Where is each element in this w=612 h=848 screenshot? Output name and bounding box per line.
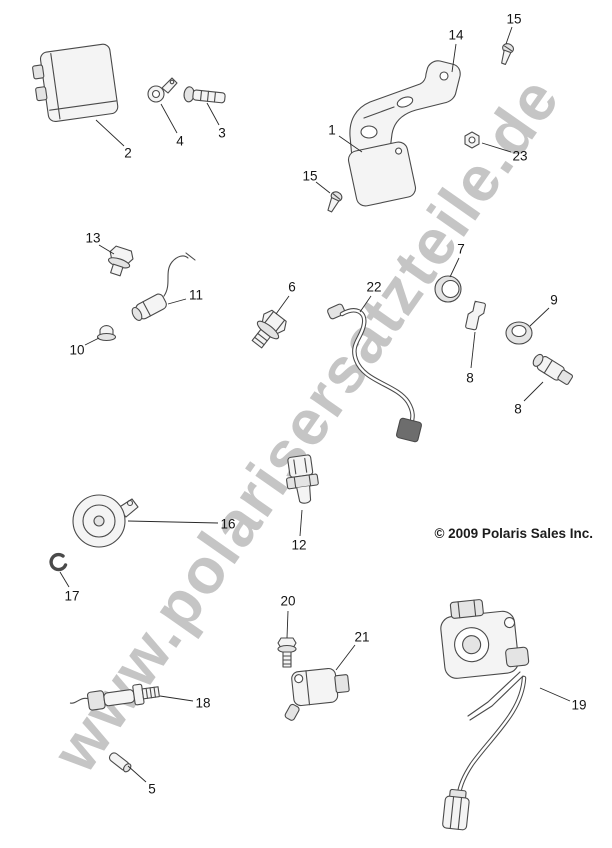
copyright-text: © 2009 Polaris Sales Inc. [434,526,593,541]
part-bolt-6 [251,309,287,349]
part-sensor-11 [131,252,196,321]
leader-line-4 [160,103,178,134]
callout-10: 10 [69,342,85,358]
part-sensor-8 [532,353,573,385]
callout-5: 5 [148,781,156,797]
callout-22: 22 [366,279,382,295]
leader-line-8 [523,381,544,402]
part-key-8 [465,300,486,331]
part-nut-10 [96,325,117,342]
callout-23: 23 [512,148,528,164]
leader-line-20 [286,610,289,639]
leader-line-16 [127,520,219,524]
part-ecu-module [32,43,119,123]
part-temp-sensor-12 [286,454,319,504]
callout-18: 18 [195,695,211,711]
leader-line-17 [59,571,70,588]
callout-13: 13 [85,230,101,246]
leader-line-19 [539,687,571,702]
callout-15: 15 [302,168,318,184]
callout-17: 17 [64,588,80,604]
part-screw-15-top [501,43,514,65]
leader-line-1 [338,135,363,153]
part-plate-1 [347,141,417,207]
leader-line-6 [275,295,290,315]
callout-20: 20 [280,593,296,609]
callout-8: 8 [466,370,474,386]
leader-line-8 [470,331,476,369]
callout-1: 1 [328,122,336,138]
leader-line-12 [299,509,303,537]
leader-line-2 [95,119,125,147]
part-eclip-17 [49,552,68,572]
part-throttle-body-19 [440,599,530,831]
part-cap-7 [434,275,462,303]
part-bracket-14 [349,60,461,159]
part-horn-16 [72,494,139,548]
leader-line-9 [529,307,550,327]
callout-2: 2 [124,145,132,161]
leader-line-18 [159,695,194,702]
part-screw-3 [183,86,226,104]
callout-3: 3 [218,125,226,141]
callout-14: 14 [448,27,464,43]
part-cable-22 [327,303,423,443]
part-nut-23 [464,131,480,149]
callout-19: 19 [571,697,587,713]
leader-line-15 [505,26,513,45]
callout-12: 12 [291,537,307,553]
callout-15: 15 [506,11,522,27]
leader-line-13 [98,244,115,255]
part-clamp [147,77,178,103]
part-grommet-9 [505,321,533,345]
leader-line-14 [451,43,457,73]
part-speed-sensor-18 [69,683,160,711]
callout-11: 11 [188,287,204,303]
part-bolt-20 [277,637,297,668]
leader-line-21 [335,644,356,671]
part-screw-15-lower [327,191,343,213]
leader-line-7 [449,257,460,278]
callout-6: 6 [288,279,296,295]
leader-line-22 [359,295,372,313]
part-map-sensor-21 [284,667,350,721]
leader-line-5 [127,765,147,783]
part-pin-5 [108,752,132,773]
leader-line-3 [206,102,220,126]
leader-line-23 [481,142,512,153]
leader-line-11 [167,298,187,305]
leader-line-15 [315,181,331,194]
leader-line-10 [84,337,100,346]
callout-8: 8 [514,401,522,417]
callout-16: 16 [220,516,236,532]
callout-4: 4 [176,133,184,149]
callout-21: 21 [354,629,370,645]
callout-9: 9 [550,292,558,308]
callout-7: 7 [457,241,465,257]
